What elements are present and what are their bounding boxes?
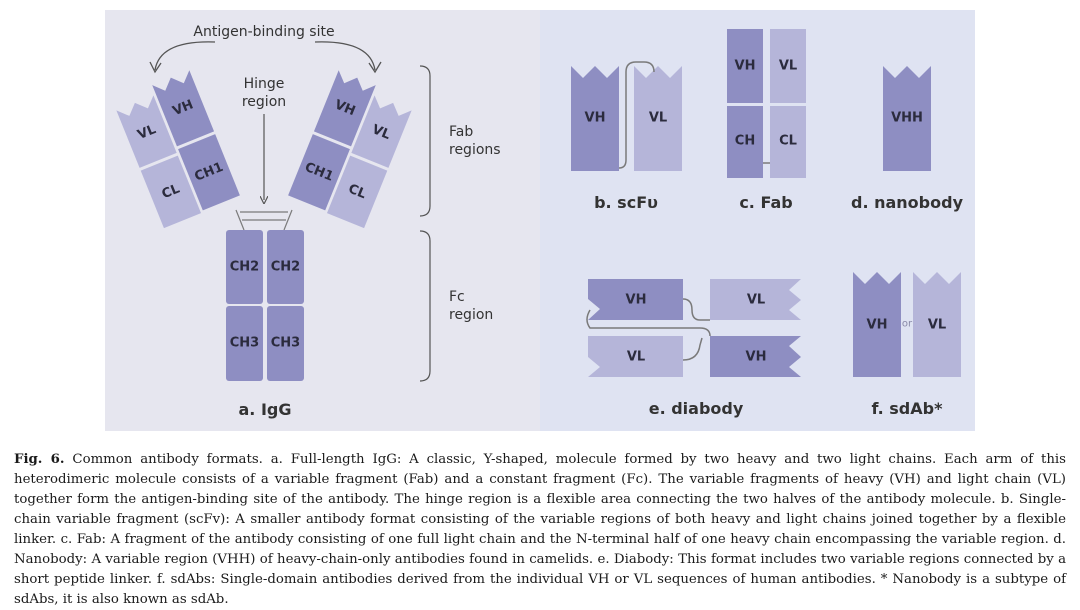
fab-diagram: VH CH VL CL c. Fab (727, 29, 806, 212)
igg-left-vh-label: VH (171, 97, 196, 119)
igg-left-ch1 (178, 134, 240, 211)
igg-ch3-right (267, 306, 304, 381)
igg-right-cl (326, 155, 388, 229)
sdab-diagram: VH or VL f. sdAb* (853, 272, 961, 418)
sdab-or-label: or (902, 319, 913, 330)
igg-left-vl-label: VL (136, 122, 159, 143)
igg-right-vl (351, 95, 412, 168)
diabody-vl-top (710, 279, 801, 320)
figure-caption: Fig. 6. Common antibody formats. a. Full… (14, 450, 1066, 610)
nanobody-diagram: VHH d. nanobody (851, 66, 964, 212)
igg-right-cl-label: CL (346, 182, 368, 203)
igg-left-cl (140, 155, 202, 229)
scfv-diagram: VH VL b. scFυ (571, 61, 682, 212)
fab-vl (770, 29, 806, 103)
diabody-linker-3 (682, 337, 703, 361)
diabody-label: e. diabody (649, 399, 744, 418)
sdab-label: f. sdAb* (872, 399, 944, 418)
scfv-vh-label: VH (585, 111, 606, 126)
sdab-vl-label: VL (928, 318, 946, 333)
diabody-vl-bottom (588, 336, 683, 377)
igg-ch3-left (226, 306, 263, 381)
fab-regions-line2: regions (449, 142, 501, 158)
sdab-vh (853, 272, 901, 377)
antibody-formats-figure: Antigen-binding site Hinge region VL CL … (105, 10, 975, 431)
fab-vh-label: VH (735, 59, 756, 74)
diabody-vh-bottom-label: VH (746, 350, 767, 365)
igg-right-vh-label: VH (332, 97, 357, 119)
hinge-label-line2: region (242, 94, 286, 110)
hinge-region (235, 209, 293, 231)
igg-right-ch1 (288, 134, 350, 211)
igg-right-vl-label: VL (370, 122, 393, 143)
caption-text: Common antibody formats. a. Full-length … (14, 452, 1066, 607)
nanobody-label: d. nanobody (851, 193, 964, 212)
fab-label: c. Fab (739, 193, 792, 212)
igg-ch2-left-label: CH2 (230, 260, 259, 275)
fab-cl (770, 106, 806, 178)
igg-ch3-right-label: CH3 (271, 336, 300, 351)
antigen-binding-arrow (154, 41, 376, 71)
diabody-diagram: VH VL VL VH e. diabody (586, 279, 801, 418)
scfv-label: b. scFυ (594, 193, 658, 212)
fab-cl-label: CL (779, 134, 797, 149)
scfv-vl (634, 66, 682, 171)
diabody-vl-top-label: VL (747, 293, 765, 308)
diabody-vh-top (588, 279, 683, 320)
diabody-linker-2 (682, 298, 710, 321)
fc-region-line2: region (449, 307, 493, 323)
igg-left-vh (152, 70, 215, 147)
igg-left-cl-label: CL (160, 182, 182, 203)
igg-right-vh (313, 70, 376, 147)
nanobody-vhh-label: VHH (891, 111, 923, 126)
fab-ch (727, 106, 763, 178)
scfv-vl-label: VL (649, 111, 667, 126)
igg-left-vl (116, 95, 177, 168)
diabody-vh-top-label: VH (626, 293, 647, 308)
igg-ch2-right-label: CH2 (271, 260, 300, 275)
scfv-vh (571, 66, 619, 171)
fab-regions-line1: Fab (449, 124, 473, 140)
diabody-vl-bottom-label: VL (627, 350, 645, 365)
nanobody-vhh (883, 66, 931, 171)
fc-bracket (419, 230, 431, 382)
igg-label: a. IgG (239, 400, 292, 419)
scfv-linker (618, 61, 655, 169)
diabody-vh-bottom (710, 336, 801, 377)
antigen-binding-site-label: Antigen-binding site (193, 24, 334, 40)
fc-region-line1: Fc (449, 289, 465, 305)
sdab-vh-label: VH (867, 318, 888, 333)
diabody-linker-1 (586, 309, 711, 337)
caption-fig-label: Fig. 6. (14, 452, 65, 467)
igg-ch2-right (267, 230, 304, 304)
igg-diagram: Antigen-binding site Hinge region VL CL … (116, 24, 501, 419)
igg-ch3-left-label: CH3 (230, 336, 259, 351)
fab-bracket (419, 65, 431, 217)
fab-vl-label: VL (779, 59, 797, 74)
igg-ch2-left (226, 230, 263, 304)
fab-vh (727, 29, 763, 103)
hinge-label-line1: Hinge (244, 76, 285, 92)
fab-ch-label: CH (735, 134, 755, 149)
sdab-vl (913, 272, 961, 377)
